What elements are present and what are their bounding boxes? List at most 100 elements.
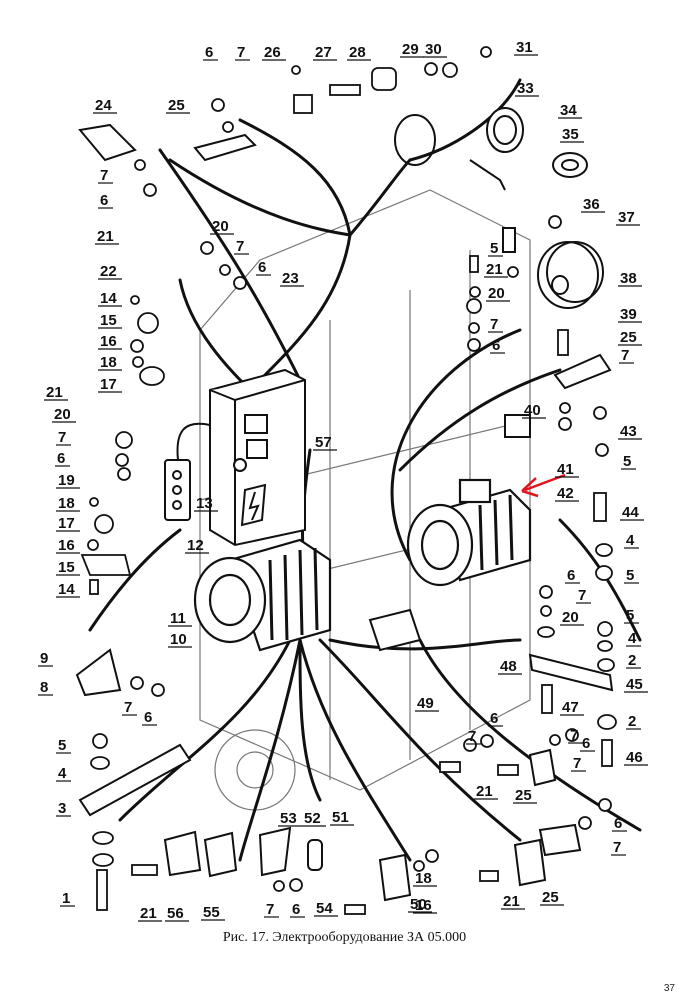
callout-22: 22 (100, 263, 117, 280)
small-parts (80, 46, 617, 915)
callout-13: 13 (196, 495, 213, 512)
callout-57: 57 (315, 434, 332, 451)
callout-6: 6 (100, 192, 108, 209)
callout-52: 52 (304, 810, 321, 827)
callout-7: 7 (100, 167, 108, 184)
callout-7: 7 (573, 755, 581, 772)
callout-56: 56 (167, 905, 184, 922)
callout-15: 15 (58, 559, 75, 576)
callout-9: 9 (40, 650, 48, 667)
callout-7: 7 (490, 316, 498, 333)
callout-21: 21 (503, 893, 520, 910)
callout-41: 41 (557, 461, 574, 478)
callout-6: 6 (258, 259, 266, 276)
callout-5: 5 (623, 453, 631, 470)
callout-6: 6 (144, 709, 152, 726)
callout-6: 6 (57, 450, 65, 467)
callout-25: 25 (168, 97, 185, 114)
callout-30: 30 (425, 41, 442, 58)
callout-33: 33 (517, 80, 534, 97)
callout-14: 14 (100, 290, 117, 307)
callout-15: 15 (100, 312, 117, 329)
callout-12: 12 (187, 537, 204, 554)
callout-7: 7 (58, 429, 66, 446)
brackets (75, 123, 614, 902)
callout-21: 21 (476, 783, 493, 800)
callout-7: 7 (468, 728, 476, 745)
callout-21: 21 (140, 905, 157, 922)
callout-10: 10 (170, 631, 187, 648)
callout-17: 17 (100, 376, 117, 393)
callout-43: 43 (620, 423, 637, 440)
callout-6: 6 (492, 337, 500, 354)
callout-35: 35 (562, 126, 579, 143)
callout-labels: 1223444555556666666666677777777777778910… (38, 39, 648, 922)
callout-42: 42 (557, 485, 574, 502)
callout-11: 11 (170, 610, 186, 627)
callout-2: 2 (628, 713, 636, 730)
callout-7: 7 (266, 901, 274, 918)
callout-20: 20 (212, 218, 229, 235)
callout-8: 8 (40, 679, 48, 696)
callout-20: 20 (488, 285, 505, 302)
callout-7: 7 (621, 347, 629, 364)
figure-caption: Рис. 17. Электрооборудование ЗА 05.000 (222, 930, 467, 945)
callout-4: 4 (58, 765, 67, 782)
callout-53: 53 (280, 810, 297, 827)
callout-40: 40 (524, 402, 541, 419)
callout-23: 23 (282, 270, 299, 287)
callout-37: 37 (618, 209, 635, 226)
callout-20: 20 (54, 406, 71, 423)
callout-6: 6 (292, 901, 300, 918)
callout-21: 21 (486, 261, 503, 278)
callout-18: 18 (100, 354, 117, 371)
callout-7: 7 (124, 699, 132, 716)
callout-18: 18 (415, 870, 432, 887)
motor-right (406, 478, 532, 587)
callout-34: 34 (560, 102, 577, 119)
callout-6: 6 (567, 567, 575, 584)
callout-29: 29 (402, 41, 419, 58)
callout-7: 7 (613, 839, 621, 856)
callout-55: 55 (203, 904, 220, 921)
callout-16: 16 (415, 897, 432, 914)
callout-6: 6 (614, 815, 622, 832)
pulley (502, 227, 604, 309)
callout-5: 5 (626, 607, 634, 624)
callout-31: 31 (516, 39, 533, 56)
callout-39: 39 (620, 306, 637, 323)
callout-21: 21 (46, 384, 63, 401)
callout-38: 38 (620, 270, 637, 287)
callout-51: 51 (332, 809, 349, 826)
callout-36: 36 (583, 196, 600, 213)
callout-24: 24 (95, 97, 112, 114)
callout-17: 17 (58, 515, 75, 532)
callout-21: 21 (97, 228, 114, 245)
callout-16: 16 (100, 333, 117, 350)
callout-6: 6 (582, 735, 590, 752)
callout-46: 46 (626, 749, 643, 766)
callout-25: 25 (542, 889, 559, 906)
control-box (209, 368, 306, 547)
callout-2: 2 (628, 652, 636, 669)
callout-7: 7 (570, 727, 578, 744)
callout-5: 5 (58, 737, 66, 754)
callout-50: 50 (410, 896, 427, 913)
callout-6: 6 (490, 710, 498, 727)
callout-26: 26 (264, 44, 281, 61)
callout-49: 49 (417, 695, 434, 712)
callout-7: 7 (237, 44, 245, 61)
callout-4: 4 (628, 630, 637, 647)
callout-25: 25 (515, 787, 532, 804)
callout-14: 14 (58, 581, 75, 598)
callout-47: 47 (562, 699, 579, 716)
callout-4: 4 (626, 532, 635, 549)
callout-28: 28 (349, 44, 366, 61)
pendant-switch (164, 422, 211, 521)
motor-left (193, 538, 332, 652)
callout-18: 18 (58, 495, 75, 512)
callout-3: 3 (58, 800, 66, 817)
callout-5: 5 (626, 567, 634, 584)
